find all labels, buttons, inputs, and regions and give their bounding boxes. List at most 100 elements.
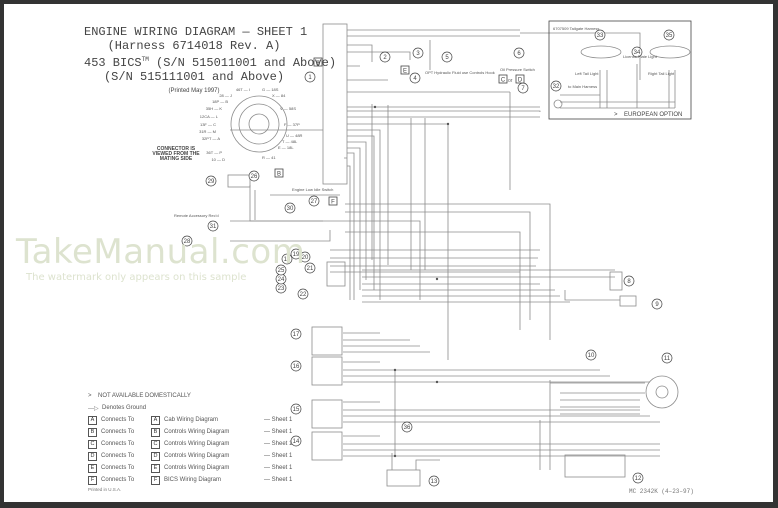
callout-16-label: 16 (293, 364, 300, 370)
callout-36-label: 36 (404, 425, 411, 431)
callout-3-label: 3 (416, 51, 420, 57)
legend-connects-to: Connects To (101, 441, 135, 447)
wire (347, 141, 367, 300)
legend-ground: —▷ Denotes Ground (88, 402, 292, 414)
callout-33-circle (594, 29, 606, 41)
main-harness-bundle (322, 23, 348, 185)
printed-in-usa: Printed in U.S.A. (88, 487, 122, 492)
callout-27-label: 27 (311, 199, 318, 205)
callout-2-label: 2 (383, 55, 387, 61)
callout-35-label: 35 (666, 33, 673, 39)
ref-b-label: B (277, 172, 281, 178)
callout-6-circle (513, 47, 525, 59)
title-serial-1: (S/N 515011001 and Above) (148, 56, 337, 70)
ref-box-f (328, 196, 338, 206)
ref-a-label: A (316, 61, 320, 67)
callout-31-label: 31 (210, 224, 217, 230)
callout-29-label: 29 (208, 179, 215, 185)
module-16-box (311, 356, 343, 386)
title-line-2: (Harness 6714018 Rev. A) (107, 38, 281, 53)
callout-33-label: 33 (597, 33, 604, 39)
legend-description: Controls Wiring Diagram (164, 441, 230, 447)
wire (394, 370, 551, 470)
callout-25-label: 25 (278, 268, 285, 274)
callout-13-circle (428, 475, 440, 487)
main-connector-inner (238, 103, 280, 145)
callout-1-circle (304, 71, 316, 83)
callout-29-circle (205, 175, 217, 187)
callout-18-label: 18 (284, 257, 291, 263)
connector-pin-label: R — 41 (262, 155, 276, 160)
main-harness-label: to Main Harness (568, 84, 597, 89)
legend-target-box: A (151, 415, 160, 425)
engine-low-note: Engine Low Idle Switch (292, 187, 333, 192)
legend-sheet: — Sheet 1 (264, 453, 293, 459)
callout-25-circle (275, 264, 287, 276)
legend-connects-to: Connects To (101, 477, 135, 483)
legend-description: Controls Wiring Diagram (164, 465, 230, 471)
wire (347, 40, 431, 70)
ground-arrow-icon: —▷ (88, 405, 99, 412)
callout-22-label: 22 (300, 292, 307, 298)
callout-28-label: 28 (184, 239, 191, 245)
callout-17-circle (290, 328, 302, 340)
connector-pin-label: U — 48R (286, 133, 303, 138)
connector-29-body (227, 174, 251, 188)
callout-23-label: 23 (278, 286, 285, 292)
starter-outline (564, 454, 626, 478)
module-17-box (311, 326, 343, 356)
title-model: 453 BICS (84, 56, 142, 70)
wire (550, 382, 645, 415)
control-connector (326, 261, 346, 287)
wire (343, 401, 660, 423)
callout-20-label: 20 (302, 255, 309, 261)
ref-d-label: D (518, 78, 523, 84)
ref-f-label: F (331, 200, 335, 206)
battery-outline (386, 469, 421, 487)
pressure-note: OPT Hydraulic Fluid use Controls Hook (425, 70, 495, 75)
left-tail-light (580, 45, 622, 59)
legend-ref-box: F (88, 475, 97, 485)
wire (362, 269, 615, 285)
callout-8-circle (623, 275, 635, 287)
wire (371, 104, 426, 270)
callout-4-circle (409, 72, 421, 84)
title-line-4: (S/N 515111001 and Above) (103, 69, 285, 84)
callout-7-label: 7 (521, 86, 525, 92)
callout-5-label: 5 (445, 55, 449, 61)
module-14-box (311, 431, 343, 461)
callout-21-circle (304, 262, 316, 274)
part-number: MC 2342K (4–23–97) (629, 488, 694, 495)
connector-pin-label: 46T — I (236, 87, 250, 92)
wire (343, 361, 650, 383)
callout-30-circle (284, 202, 296, 214)
right-tail-light-label: Right Tail Light (648, 71, 675, 76)
callout-24-label: 24 (278, 277, 285, 283)
ref-box-b (274, 168, 284, 178)
connector-pin-label: 32PT — A (202, 136, 220, 141)
callout-13-label: 13 (431, 479, 438, 485)
callout-18-circle (281, 253, 293, 265)
legend-ref-box: D (88, 451, 97, 461)
callout-11-label: 11 (664, 356, 671, 362)
connector-pin-label: 10 — D (211, 157, 225, 162)
ref-box-c (498, 74, 508, 84)
legend-target-box: C (151, 439, 160, 449)
wire (343, 332, 430, 353)
legend-connects-to: Connects To (101, 417, 135, 423)
receiver-note: Remote Accessory Rec'd (174, 213, 219, 218)
main-connector-circle (230, 95, 288, 153)
license-light-label: License Plate Light (623, 54, 658, 59)
wiring-diagram-canvas: A B C D E F or OPT Hydraulic Fluid use C… (174, 20, 692, 487)
diagram-sheet: A B C D E F or OPT Hydraulic Fluid use C… (4, 4, 773, 502)
wire (347, 65, 511, 190)
callout-15-label: 15 (293, 407, 300, 413)
callout-22-circle (297, 288, 309, 300)
legend-sheet: — Sheet 1 (264, 429, 293, 435)
callout-1-label: 1 (308, 75, 312, 81)
trademark-mark: TM (141, 56, 149, 63)
